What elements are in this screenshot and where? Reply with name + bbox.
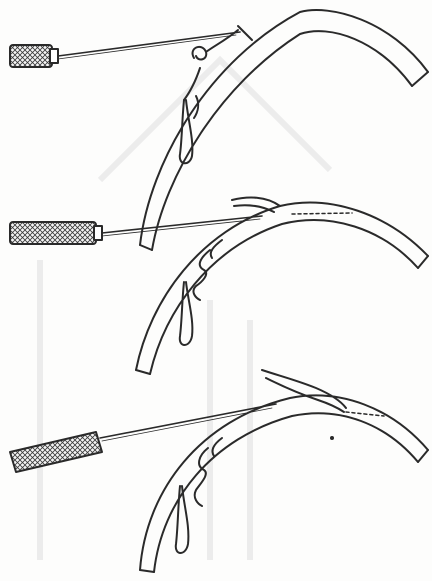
tissue-drop-2 <box>180 282 193 345</box>
pocket-dotted-3 <box>346 412 384 416</box>
marker-dot-3 <box>330 436 334 440</box>
tissue-flap-1 <box>193 30 238 59</box>
pocket-dotted-2 <box>292 213 352 214</box>
tissue-drop-1 <box>180 100 193 163</box>
instrument-handle-2 <box>10 222 102 244</box>
needle-1 <box>58 32 240 56</box>
instrument-handle-3 <box>10 432 102 472</box>
tissue-flap-3 <box>262 370 346 412</box>
panel-2 <box>10 198 428 374</box>
panel-3 <box>10 370 428 572</box>
tissue-drop-3 <box>176 486 189 553</box>
background-ghost-figure <box>40 60 330 560</box>
tissue-wave-3 <box>195 448 208 506</box>
instrument-handle-1 <box>10 45 58 67</box>
tissue-flap-2 <box>232 198 280 212</box>
